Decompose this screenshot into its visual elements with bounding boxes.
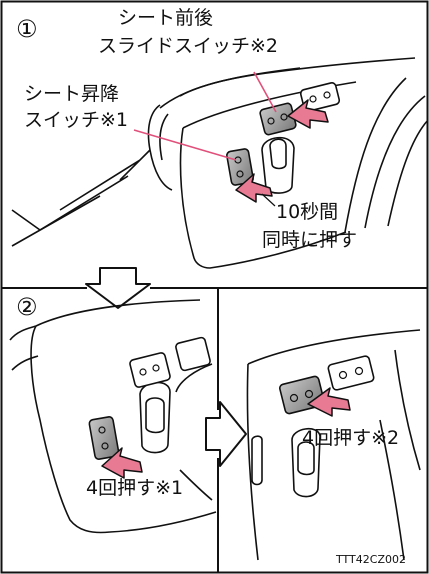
action-label-line1: 10秒間 — [276, 201, 339, 223]
figure-code: TTT42CZ002 — [336, 553, 406, 566]
press-arrow-icon — [287, 99, 329, 129]
lift-switch-label-line1: シート昇降 — [24, 83, 120, 105]
lift-switch-leader-line — [133, 129, 237, 161]
step-2-left-action-label: 4回押す※1 — [86, 477, 184, 499]
press-arrow-icon — [101, 447, 143, 479]
recline-switch-1 — [299, 82, 341, 112]
step-1-number: ① — [16, 15, 38, 43]
action-label-line2: 同時に押す — [262, 229, 358, 251]
slide-switch-label-line1: シート前後 — [118, 7, 214, 29]
seat-slide-switch-1 — [259, 102, 297, 136]
step-2-number: ② — [16, 293, 38, 321]
step-2-right-action-label: 4回押す※2 — [302, 427, 400, 449]
press-arrow-icon — [235, 173, 273, 203]
slide-switch-label-line2: スライドスイッチ※2 — [98, 35, 279, 57]
press-arrow-icon — [307, 387, 351, 417]
seat-side-panel-1 — [11, 57, 429, 269]
seat-side-panel-2-right — [246, 329, 421, 561]
seat-side-panel-2-left — [9, 299, 217, 534]
action-leader-line — [261, 193, 276, 207]
right-arrow-icon — [205, 401, 247, 467]
down-arrow-icon — [85, 267, 151, 309]
seat-lift-switch-2 — [88, 416, 120, 460]
slide-switch-leader-line — [253, 71, 277, 113]
recline-switch-2-right — [327, 355, 375, 391]
lift-switch-label-line2: スイッチ※1 — [24, 109, 129, 131]
recline-switch-2-left — [129, 336, 211, 388]
